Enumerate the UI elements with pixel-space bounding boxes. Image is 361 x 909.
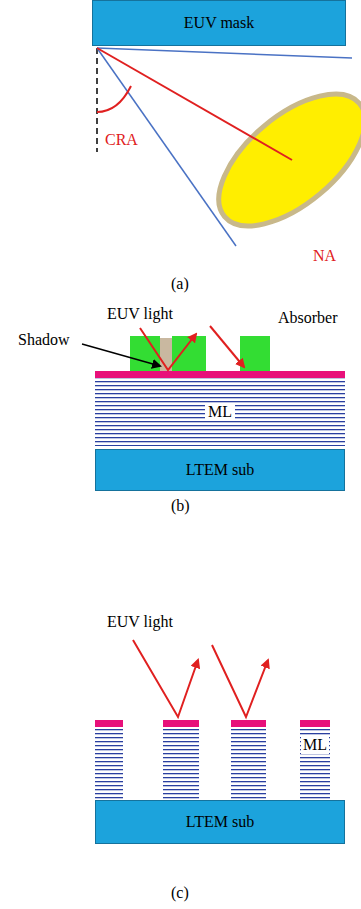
aperture-label: NA — [313, 247, 336, 265]
box-label: LTEM sub — [186, 813, 254, 831]
cone-edge — [97, 48, 236, 246]
layer-label: ML — [301, 736, 329, 754]
capping-layer — [95, 371, 345, 378]
multilayer-band: ML — [95, 378, 345, 446]
euv-ray — [212, 645, 268, 717]
chief-ray — [97, 48, 292, 160]
box-label: ML — [205, 403, 235, 421]
normal-line — [96, 48, 98, 152]
panel-label: (a) — [171, 275, 189, 293]
absorber — [240, 336, 270, 371]
substrate-box: LTEM sub — [95, 449, 345, 491]
euv-ray — [210, 326, 244, 367]
substrate-box: LTEM sub — [95, 800, 345, 844]
na-ellipse — [196, 70, 361, 251]
cra-arc — [97, 86, 131, 112]
cone-edge — [97, 48, 352, 58]
box-label: EUV mask — [184, 14, 254, 32]
multilayer — [95, 378, 345, 446]
absorber — [130, 336, 160, 371]
euv-ray — [140, 328, 196, 370]
panel-label: (c) — [171, 884, 189, 902]
shadow-label: Shadow — [18, 331, 70, 349]
mask-box: EUV mask — [92, 0, 346, 46]
box-label: LTEM sub — [186, 461, 254, 479]
angle-label: CRA — [105, 131, 138, 149]
light-label: EUV light — [107, 305, 173, 323]
absorber — [172, 336, 206, 371]
ml-pillars — [95, 720, 330, 800]
light-label: EUV light — [107, 613, 173, 631]
leader-line — [82, 344, 160, 366]
euv-ray — [133, 640, 198, 717]
panel-label: (b) — [171, 497, 190, 515]
absorber-label: Absorber — [278, 309, 338, 327]
